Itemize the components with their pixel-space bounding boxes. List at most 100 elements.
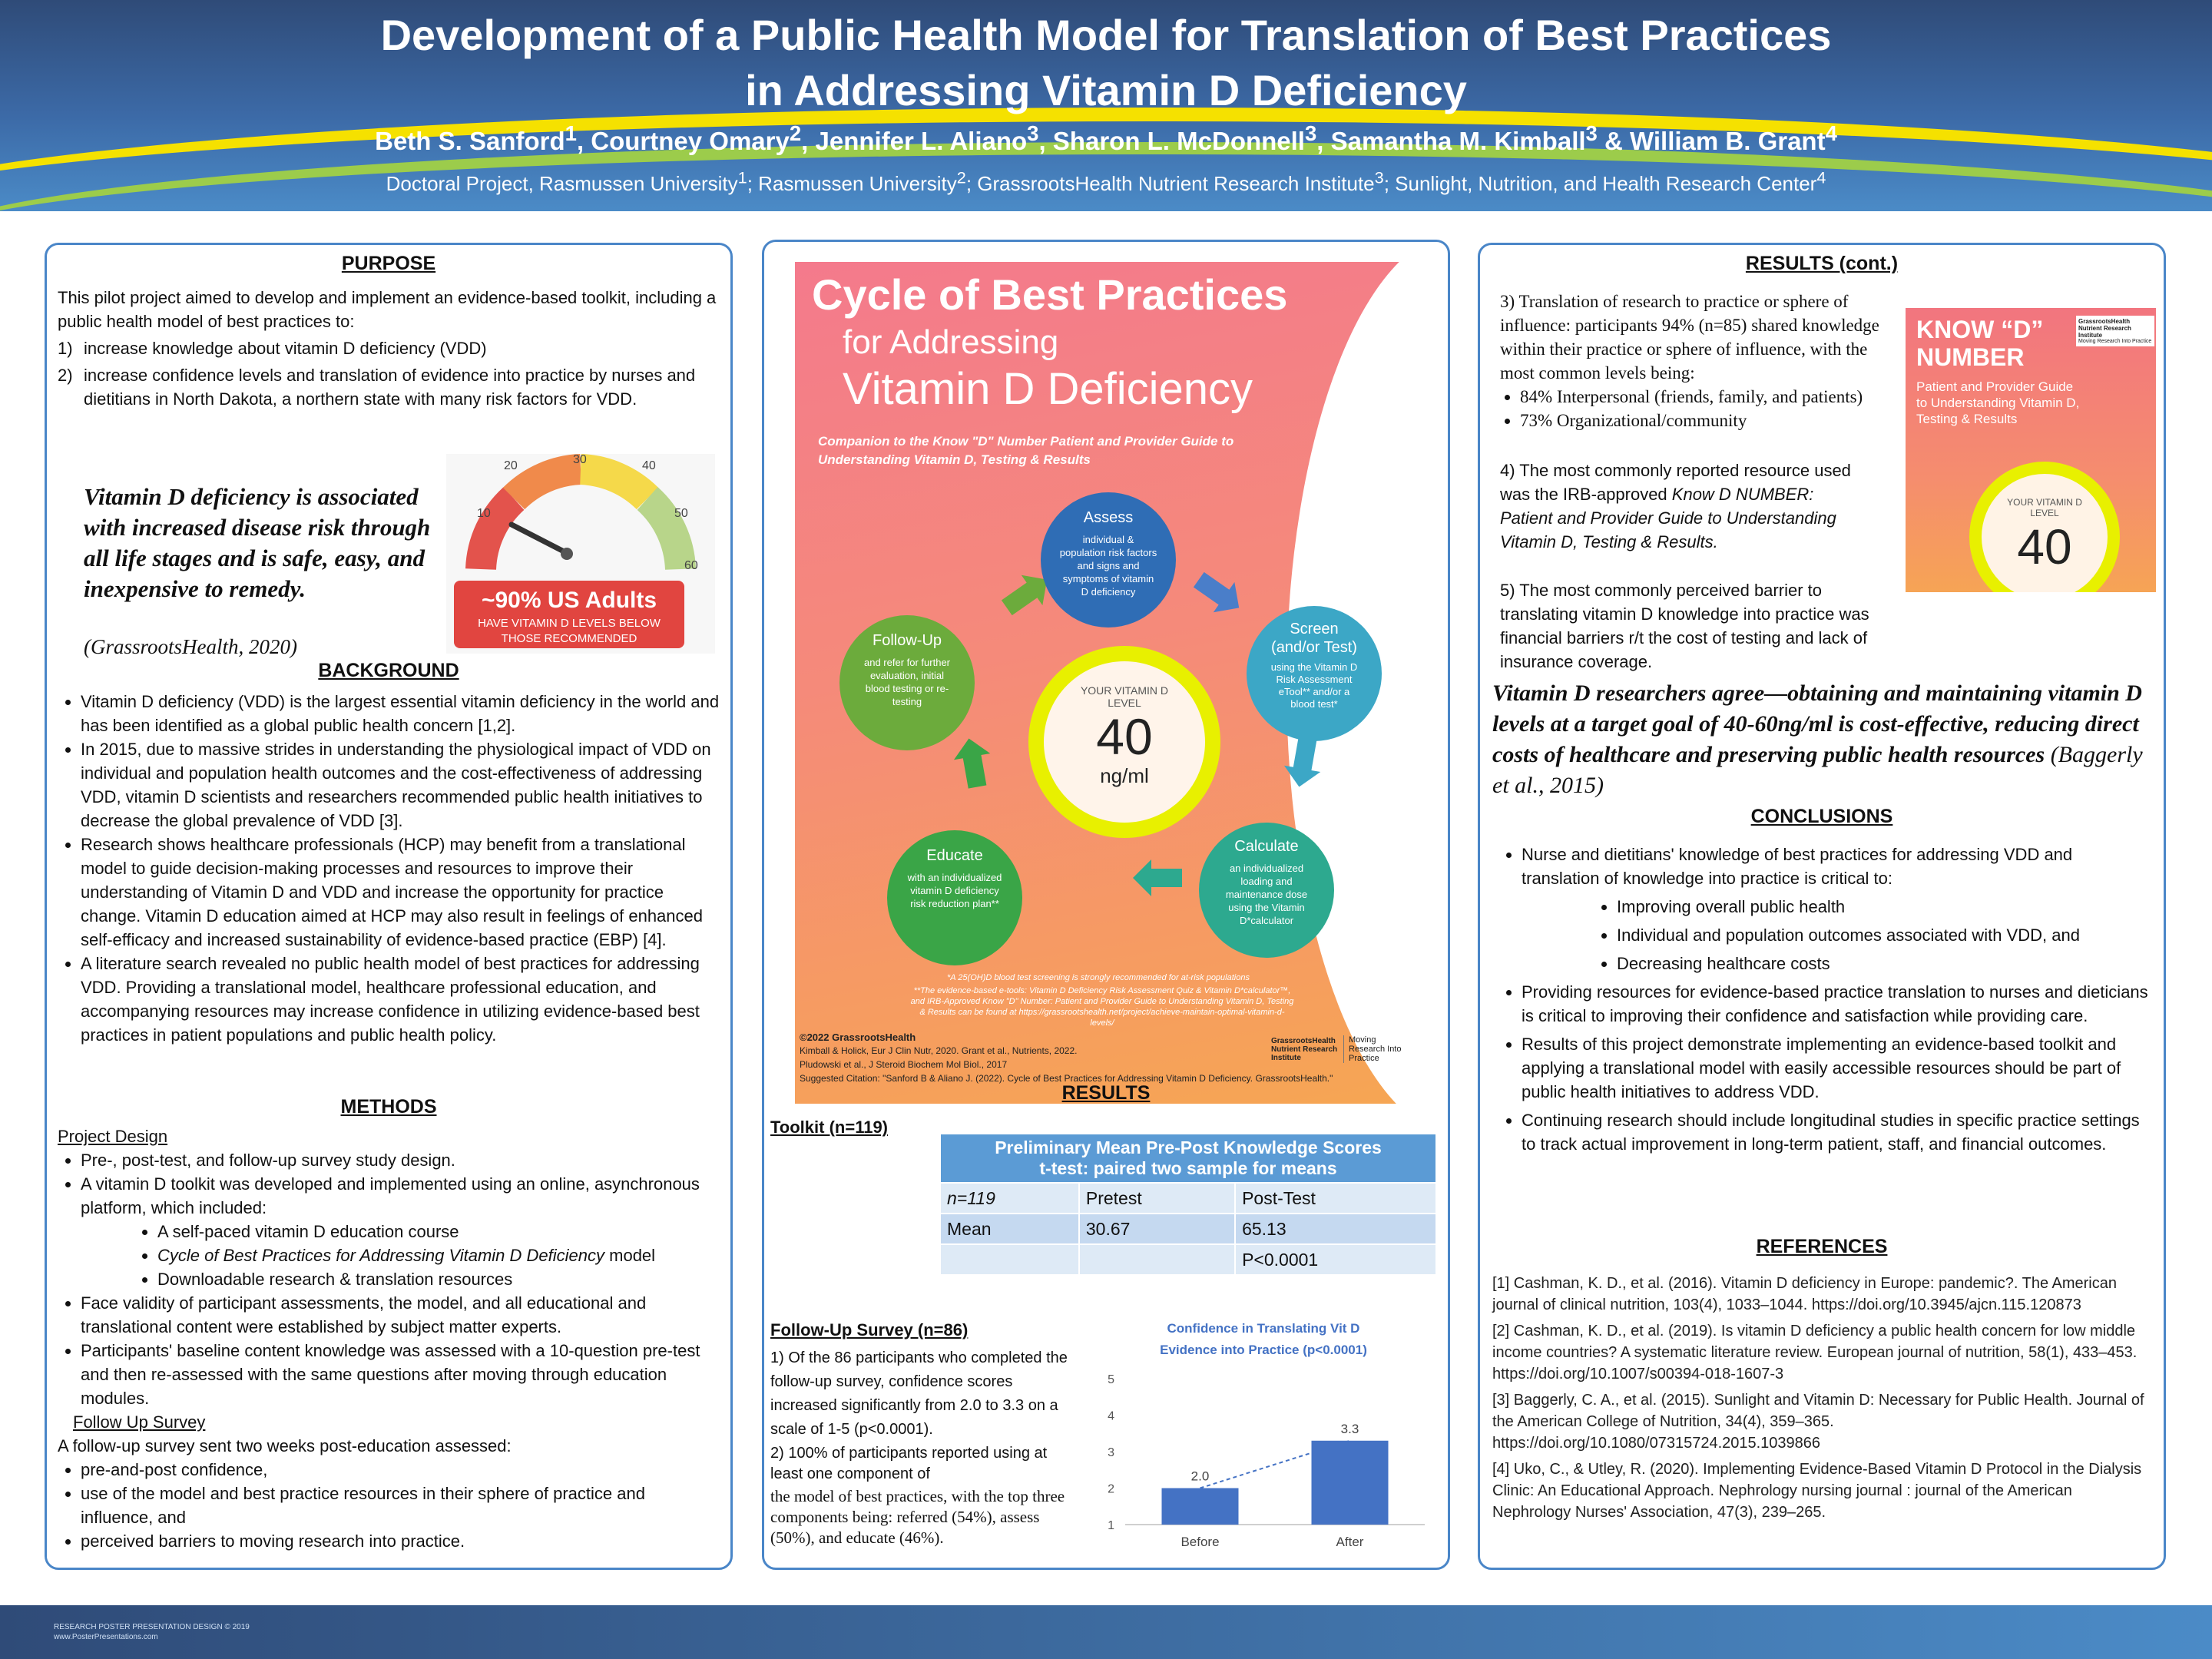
- cycle-step-calculate: Calculate an individualized loading and …: [1199, 823, 1334, 958]
- follow-up-bullet: perceived barriers to moving research in…: [81, 1529, 720, 1553]
- follow-up-heading: Follow Up Survey: [73, 1412, 206, 1432]
- author: Beth S. Sanford1,: [375, 121, 591, 155]
- results-cont-heading: RESULTS (cont.): [1745, 253, 1899, 274]
- right-column-panel: RESULTS (cont.) 3) Translation of resear…: [1478, 243, 2166, 1570]
- conclusions-heading: CONCLUSIONS: [1750, 806, 1893, 827]
- conclusion-sub-bullet: Decreasing healthcare costs: [1617, 952, 2151, 975]
- methods-bullet: Pre-, post-test, and follow-up survey st…: [81, 1148, 720, 1172]
- poster-title: Development of a Public Health Model for…: [0, 8, 2212, 118]
- gauge-tick: 50: [674, 507, 688, 520]
- cycle-refs: Kimball & Holick, Eur J Clin Nutr, 2020.…: [800, 1045, 1078, 1056]
- x-tick-label: Before: [1181, 1535, 1219, 1549]
- author: Courtney Omary2,: [591, 121, 816, 155]
- cycle-citation: Suggested Citation: "Sanford B & Aliano …: [800, 1073, 1333, 1084]
- grassroots-logo: GrassrootsHealth Nutrient Research Insti…: [1271, 1030, 1409, 1068]
- gauge-svg: 10 20 30 40 50 60 ~90% US Adults HAVE VI…: [454, 453, 698, 648]
- author: Jennifer L. Aliano3,: [815, 121, 1053, 155]
- footer-credit: RESEARCH POSTER PRESENTATION DESIGN © 20…: [54, 1623, 250, 1641]
- knowledge-scores-table: Preliminary Mean Pre-Post Knowledge Scor…: [939, 1133, 1437, 1276]
- purpose-heading: PURPOSE: [341, 253, 436, 274]
- center-level-unit: ng/ml: [1100, 764, 1149, 787]
- cycle-footnote: *A 25(OH)D blood test screening is stron…: [947, 973, 1250, 982]
- cycle-footnote: **The evidence-based e-tools: Vitamin D …: [910, 986, 1294, 1028]
- purpose-quote: Vitamin D deficiency is associated with …: [84, 483, 431, 602]
- follow-up-bullet: pre-and-post confidence,: [81, 1458, 720, 1482]
- follow-up-result-2a: 2) 100% of participants reported using a…: [770, 1445, 1048, 1482]
- center-level-value: 40: [1096, 708, 1153, 765]
- cycle-subtitle: Companion to the Know "D" Number Patient…: [818, 434, 1234, 467]
- affiliation: Doctoral Project, Rasmussen University1;: [386, 167, 759, 195]
- author: William B. Grant4: [1630, 121, 1837, 155]
- reference-item: [2] Cashman, K. D., et al. (2019). Is vi…: [1492, 1323, 2137, 1382]
- result-3-bullet: 73% Organizational/community: [1520, 409, 1892, 432]
- follow-up-bullet: use of the model and best practice resou…: [81, 1482, 720, 1529]
- y-tick-label: 5: [1108, 1373, 1114, 1386]
- affiliation: GrassrootsHealth Nutrient Research Insti…: [977, 167, 1396, 195]
- gauge-banner-small: THOSE RECOMMENDED: [502, 632, 637, 645]
- affiliation: Rasmussen University2;: [758, 167, 978, 195]
- cycle-step-educate: Educate with an individualized vitamin D…: [887, 830, 1022, 965]
- cycle-step-assess: Assess individual & population risk fact…: [1041, 492, 1176, 628]
- toolkit-item: Downloadable research & translation reso…: [157, 1267, 720, 1291]
- title-line-1: Development of a Public Health Model for…: [380, 11, 1832, 59]
- cycle-title: for Addressing: [843, 323, 1059, 361]
- methods-bullet: Face validity of participant assessments…: [81, 1291, 720, 1339]
- table-title: Preliminary Mean Pre-Post Knowledge Scor…: [939, 1133, 1437, 1184]
- gauge-banner-small: HAVE VITAMIN D LEVELS BELOW: [478, 617, 661, 630]
- cycle-step-screen: Screen (and/or Test) using the Vitamin D…: [1247, 606, 1382, 741]
- purpose-intro: This pilot project aimed to develop and …: [58, 288, 717, 331]
- toolkit-item: A self-paced vitamin D education course: [157, 1220, 720, 1243]
- y-tick-label: 2: [1108, 1483, 1114, 1496]
- methods-heading: METHODS: [340, 1096, 437, 1118]
- cycle-of-best-practices-infographic: Cycle of Best Practices for Addressing V…: [795, 262, 1420, 1104]
- reference-item: [1] Cashman, K. D., et al. (2016). Vitam…: [1492, 1275, 2117, 1313]
- cycle-step-follow-up: Follow-Up and refer for further evaluati…: [839, 615, 975, 750]
- purpose-item: 2)increase confidence levels and transla…: [58, 366, 696, 409]
- affiliation-list: Doctoral Project, Rasmussen University1;…: [0, 167, 2212, 196]
- x-tick-label: After: [1336, 1535, 1364, 1549]
- cycle-refs: Pludowski et al., J Steroid Biochem Mol …: [800, 1059, 1008, 1070]
- conclusion-bullet: Providing resources for evidence-based p…: [1522, 980, 2151, 1028]
- results-quote: Vitamin D researchers agree—obtaining an…: [1492, 680, 2143, 798]
- y-tick-label: 3: [1108, 1446, 1114, 1459]
- center-level-circle: YOUR VITAMIN D LEVEL 40 ng/ml: [1028, 646, 1220, 838]
- purpose-item: 1)increase knowledge about vitamin D def…: [58, 339, 487, 358]
- cycle-copyright: ©2022 GrassrootsHealth: [800, 1031, 916, 1043]
- follow-up-result-1: 1) Of the 86 participants who completed …: [770, 1349, 1068, 1438]
- project-design-heading: Project Design: [58, 1127, 168, 1146]
- gauge-tick: 40: [642, 459, 656, 472]
- vitamin-d-gauge-graphic: 10 20 30 40 50 60 ~90% US Adults HAVE VI…: [446, 453, 715, 654]
- center-level-label: YOUR VITAMIN D LEVEL: [1080, 684, 1169, 709]
- y-tick-label: 1: [1108, 1519, 1114, 1532]
- gauge-tick: 30: [573, 454, 587, 466]
- conclusion-bullet: Nurse and dietitians' knowledge of best …: [1522, 843, 2151, 890]
- author: Sharon L. McDonnell3,: [1052, 121, 1331, 155]
- background-heading: BACKGROUND: [318, 660, 459, 681]
- gauge-tick: 60: [684, 559, 698, 572]
- references-heading: REFERENCES: [1756, 1236, 1888, 1257]
- conclusion-bullet: Results of this project demonstrate impl…: [1522, 1032, 2151, 1104]
- gauge-tick: 20: [504, 459, 518, 472]
- follow-up-survey-label: Follow-Up Survey (n=86): [770, 1320, 969, 1339]
- header-banner: [0, 0, 2212, 211]
- conclusion-sub-bullet: Improving overall public health: [1617, 895, 2151, 919]
- follow-up-intro: A follow-up survey sent two weeks post-e…: [58, 1436, 512, 1455]
- title-line-2: in Addressing Vitamin D Deficiency: [745, 66, 1467, 114]
- cycle-arrows: [953, 571, 1321, 896]
- bar-before: [1161, 1488, 1239, 1525]
- gauge-tick: 10: [477, 507, 491, 520]
- gauge-banner-big: ~90% US Adults: [482, 588, 657, 613]
- result-4: 4) The most commonly reported resource u…: [1500, 461, 1851, 551]
- bar-after: [1311, 1440, 1389, 1525]
- toolkit-label: Toolkit (n=119): [770, 1118, 889, 1137]
- result-5: 5) The most commonly perceived barrier t…: [1500, 581, 1869, 671]
- author-list: Beth S. Sanford1, Courtney Omary2, Jenni…: [0, 121, 2212, 156]
- data-label: 3.3: [1341, 1422, 1359, 1436]
- y-tick-label: 4: [1108, 1410, 1114, 1423]
- follow-up-result-2b: the model of best practices, with the to…: [770, 1487, 1065, 1547]
- results-heading: RESULTS: [1061, 1082, 1151, 1104]
- reference-item: [3] Baggerly, C. A., et al. (2015). Sunl…: [1492, 1392, 2144, 1452]
- methods-bullet: A vitamin D toolkit was developed and im…: [81, 1172, 720, 1220]
